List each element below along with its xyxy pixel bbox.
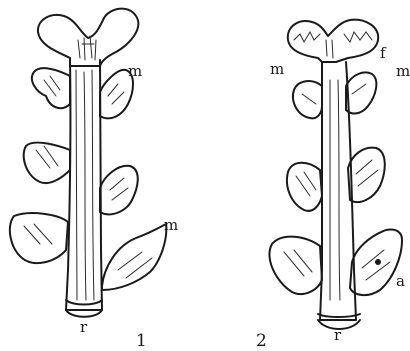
- specimen-2-leaf-right-1: [346, 73, 376, 114]
- specimen-1-label-m-lower: m: [164, 216, 178, 234]
- specimen-2-number: 2: [256, 331, 267, 351]
- specimen-1-base: [66, 300, 102, 317]
- specimen-2-label-m-right: m: [396, 62, 410, 80]
- specimen-1-leaf-right-3: [102, 224, 166, 290]
- specimen-2-leaf-left-2: [287, 163, 322, 211]
- specimen-2-label-f: f: [380, 44, 387, 62]
- specimen-1-leaf-left-1: [32, 68, 70, 108]
- specimen-2: m f m a r 2: [256, 20, 410, 351]
- specimen-2-label-m-left: m: [270, 60, 284, 78]
- specimen-1-number: 1: [136, 331, 147, 351]
- specimen-2-label-r: r: [334, 326, 342, 344]
- specimen-2-leaf-right-2: [348, 148, 385, 202]
- specimen-1-leaf-left-3: [10, 213, 68, 263]
- specimen-2-dot-a: [375, 259, 381, 265]
- specimen-1-top-lobes: [38, 9, 138, 66]
- specimen-2-leaf-left-1: [293, 81, 322, 118]
- specimen-1-label-r: r: [80, 318, 88, 336]
- specimen-2-label-a: a: [396, 272, 405, 290]
- specimen-1: m m r 1: [10, 9, 178, 351]
- specimen-1-leaf-left-2: [24, 143, 70, 183]
- specimen-1-leaf-right-2: [100, 166, 138, 215]
- specimen-1-label-m-top: m: [128, 62, 142, 80]
